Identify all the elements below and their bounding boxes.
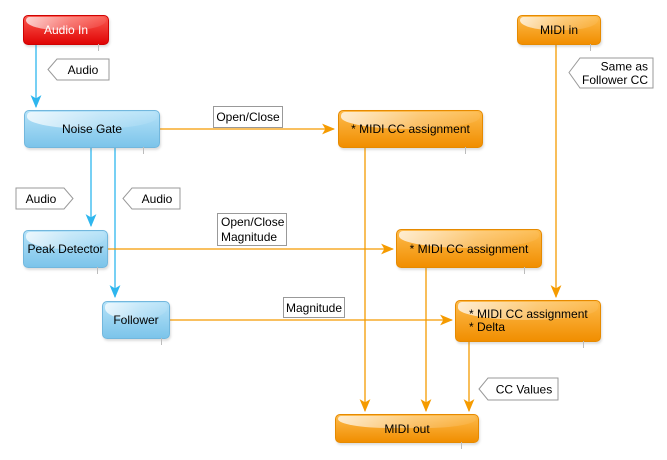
node-midi-in: MIDI in — [517, 15, 601, 51]
node-audio-in: Audio In — [23, 15, 109, 51]
flag-cc-values — [478, 377, 559, 401]
label-open-close-magnitude: Open/Close Magnitude — [217, 213, 287, 246]
node-midi-cc-assignment-peak-label: * MIDI CC assignment — [409, 241, 529, 256]
node-midi-out: MIDI out — [335, 414, 479, 449]
label-open-close: Open/Close — [213, 106, 283, 128]
label-open-close-text: Open/Close — [216, 110, 280, 124]
node-peak-detector-label: Peak Detector — [27, 242, 104, 256]
flag-same-as-follower-cc — [568, 57, 654, 89]
node-midi-cc-assignment-peak: * MIDI CC assignment — [396, 229, 542, 274]
label-open-close-magnitude-line2: Magnitude — [221, 229, 278, 244]
node-peak-detector: Peak Detector — [23, 230, 108, 274]
node-midi-cc-assignment-follower-line2: * Delta — [469, 320, 506, 334]
flag-audio-to-follower-label: Audio — [142, 192, 173, 206]
label-magnitude-text: Magnitude — [285, 300, 343, 315]
node-midi-out-label: MIDI out — [384, 421, 430, 436]
flag-same-as-line2: Follower CC — [582, 73, 648, 87]
node-midi-cc-assignment-gate-label: * MIDI CC assignment — [351, 122, 470, 136]
label-open-close-magnitude-line1: Open/Close — [221, 214, 285, 229]
flag-audio-from-input — [47, 58, 110, 81]
flag-audio-to-peak — [15, 187, 74, 210]
node-follower-label: Follower — [113, 313, 159, 327]
node-follower: Follower — [102, 301, 170, 345]
node-noise-gate-label: Noise Gate — [61, 122, 123, 136]
flag-audio-to-follower — [122, 187, 181, 210]
node-midi-cc-assignment-gate: * MIDI CC assignment — [338, 110, 483, 154]
node-noise-gate: Noise Gate — [24, 110, 160, 154]
node-audio-in-label: Audio In — [43, 23, 89, 37]
node-midi-cc-assignment-follower-line1: * MIDI CC assignment — [469, 307, 588, 321]
label-magnitude: Magnitude — [283, 297, 345, 318]
flag-audio-to-peak-label: Audio — [26, 192, 57, 206]
flag-audio-from-input-label: Audio — [68, 63, 99, 77]
node-midi-cc-assignment-follower: * MIDI CC assignment * Delta — [455, 300, 601, 348]
node-midi-in-label: MIDI in — [539, 23, 578, 37]
flag-same-as-line1: Same as — [601, 60, 648, 74]
flag-cc-values-label: CC Values — [496, 383, 552, 397]
